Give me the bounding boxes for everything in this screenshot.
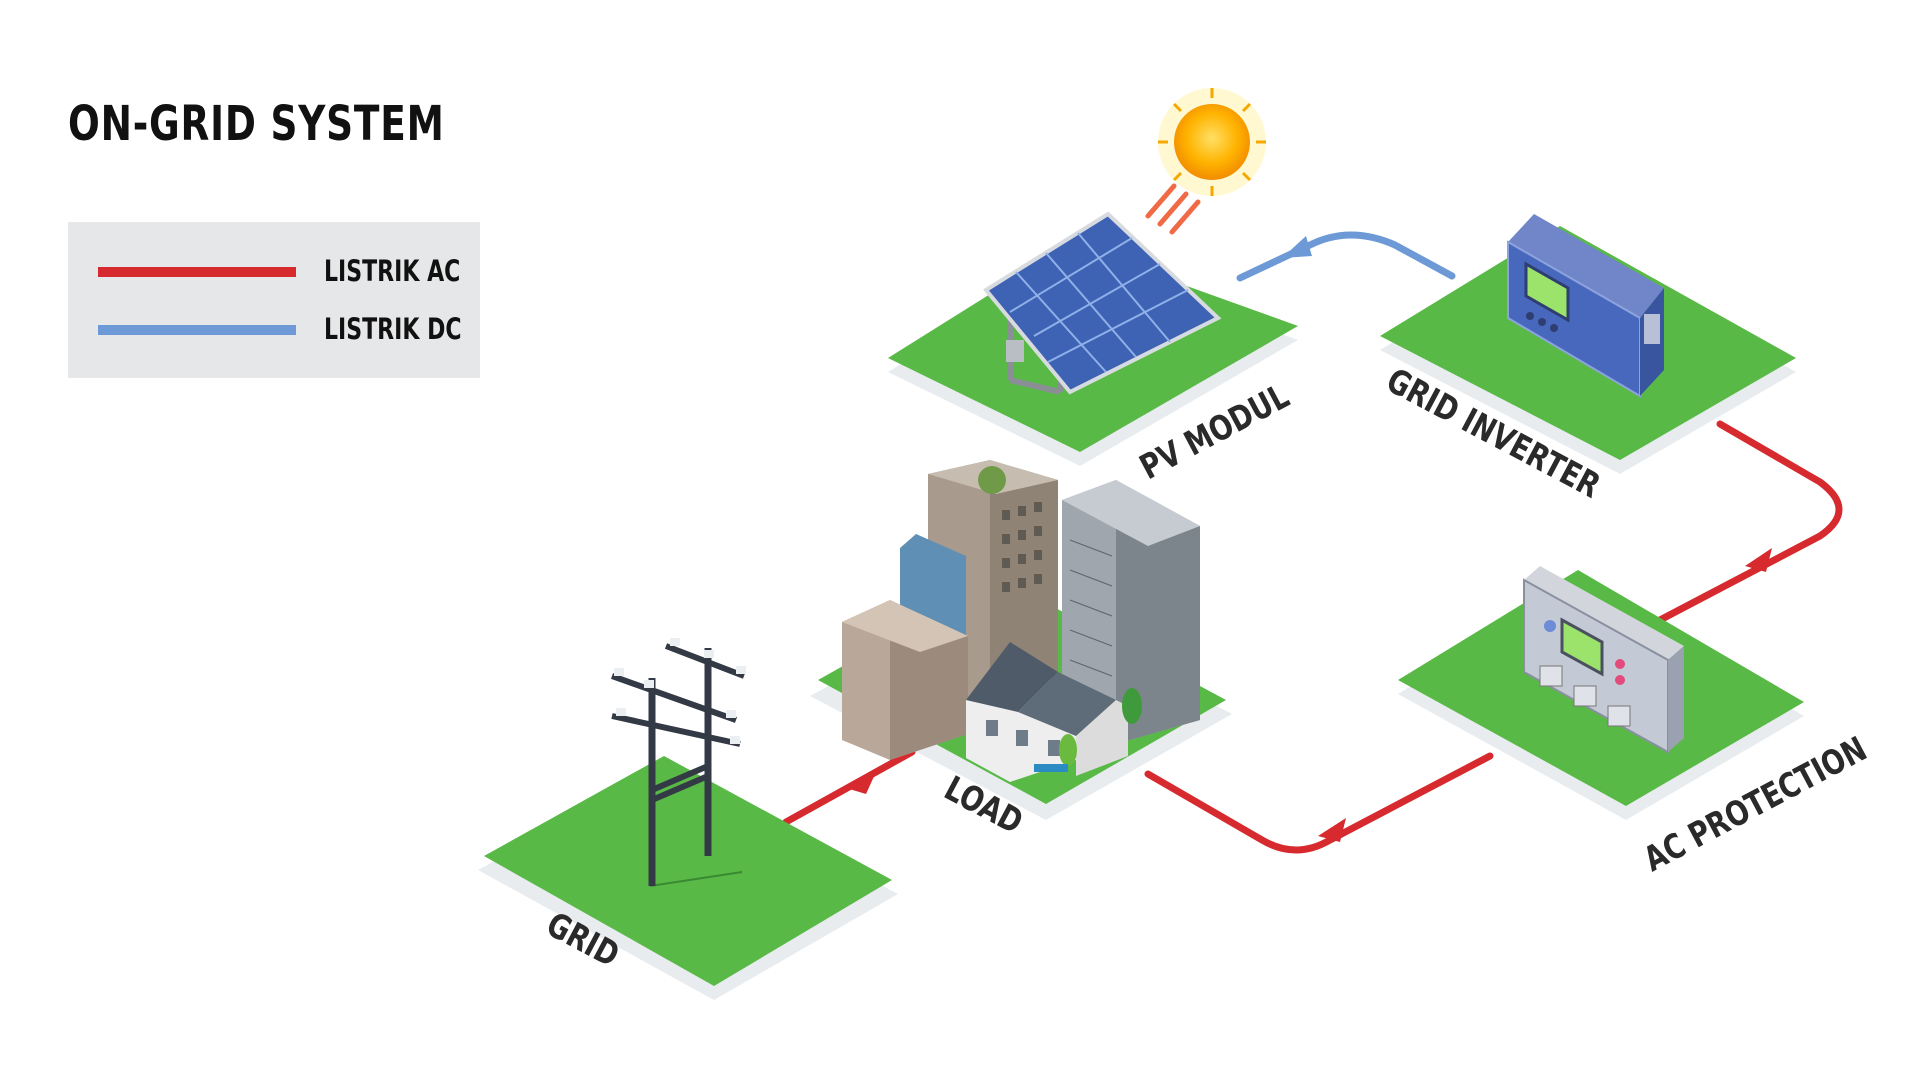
ac-connection-inverter-protection: [1656, 420, 1843, 624]
legend-row-ac: LISTRIK AC: [98, 252, 468, 292]
inverter-icon: [1507, 214, 1664, 398]
solar-panel-icon: [983, 211, 1222, 395]
sun-icon: [1145, 88, 1266, 235]
legend-box: [68, 222, 480, 378]
ac-connection-protection-load: [1144, 752, 1494, 854]
ac-protection-icon: [1523, 566, 1684, 754]
page-title: ON-GRID SYSTEM: [68, 96, 445, 152]
ac-arrow-2: [1318, 818, 1346, 842]
grid-platform: [478, 756, 898, 1000]
ac-connection-load-grid: [782, 748, 916, 826]
legend-label-ac: LISTRIK AC: [324, 254, 461, 288]
dc-arrow: [1282, 236, 1312, 258]
power-pole-icon: [610, 638, 746, 887]
legend-swatch-ac: [98, 267, 296, 277]
legend-swatch-dc: [98, 325, 296, 335]
ac-arrow-3: [846, 772, 876, 794]
buildings-icon: [842, 460, 1200, 782]
dc-connection: [1236, 231, 1456, 282]
ac-arrow-1: [1745, 548, 1772, 572]
legend-row-dc: LISTRIK DC: [98, 310, 468, 350]
legend-label-dc: LISTRIK DC: [324, 312, 462, 346]
